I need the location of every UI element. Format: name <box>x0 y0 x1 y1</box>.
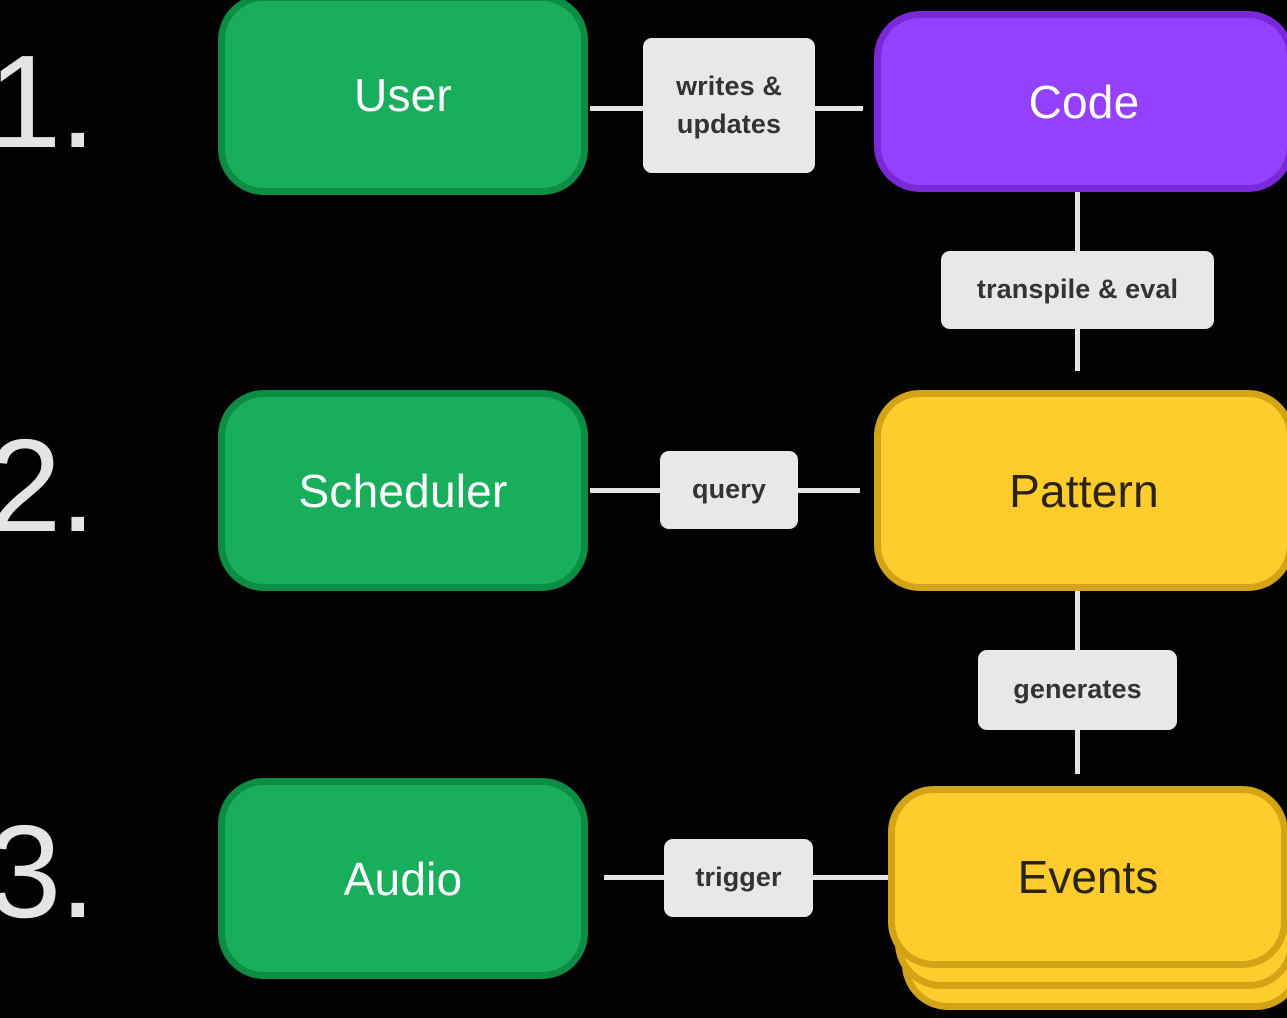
edge-label-transpile-eval: transpile & eval <box>941 251 1214 329</box>
node-code[interactable]: Code <box>874 11 1287 192</box>
node-scheduler[interactable]: Scheduler <box>218 390 588 591</box>
edge-label-writes-updates: writes & updates <box>643 38 815 173</box>
edge-code-pattern-line-top <box>1075 192 1080 252</box>
edge-scheduler-pattern-line-right <box>798 488 860 493</box>
node-events[interactable]: Events <box>888 786 1287 1018</box>
edge-label-trigger: trigger <box>664 839 813 917</box>
node-audio[interactable]: Audio <box>218 778 588 979</box>
edge-label-line-1: transpile & eval <box>976 274 1179 305</box>
node-scheduler-label: Scheduler <box>298 464 508 517</box>
node-audio-label: Audio <box>343 852 463 905</box>
node-pattern-label: Pattern <box>1009 464 1159 517</box>
edge-scheduler-pattern-line-left <box>590 488 662 493</box>
step-number-2: 2. <box>0 412 96 559</box>
edge-code-pattern-line-bottom <box>1075 329 1080 371</box>
edge-label-generates: generates <box>978 650 1177 730</box>
edge-label-query: query <box>660 451 798 529</box>
step-number-1: 1. <box>0 28 96 175</box>
edge-pattern-events-line-top <box>1075 591 1080 651</box>
edge-pattern-events-line-bottom <box>1075 730 1080 774</box>
edge-user-code-line-right <box>815 106 863 111</box>
edge-label-line-1: query <box>691 474 767 505</box>
node-pattern[interactable]: Pattern <box>874 390 1287 591</box>
edge-label-line-1: trigger <box>695 862 782 893</box>
edge-events-audio-line-left <box>604 875 666 880</box>
node-code-label: Code <box>1028 75 1140 128</box>
node-events-label: Events <box>1017 851 1159 903</box>
node-events-stack-layer-1: Events <box>888 786 1287 968</box>
edge-label-line-2: updates <box>676 108 782 139</box>
edge-label-line-1: writes & <box>676 71 782 102</box>
edge-events-audio-line-right <box>813 875 891 880</box>
step-number-3: 3. <box>0 798 96 945</box>
edge-user-code-line-left <box>590 106 645 111</box>
edge-label-line-1: generates <box>1013 674 1142 705</box>
node-user[interactable]: User <box>218 0 588 195</box>
node-user-label: User <box>354 68 452 121</box>
